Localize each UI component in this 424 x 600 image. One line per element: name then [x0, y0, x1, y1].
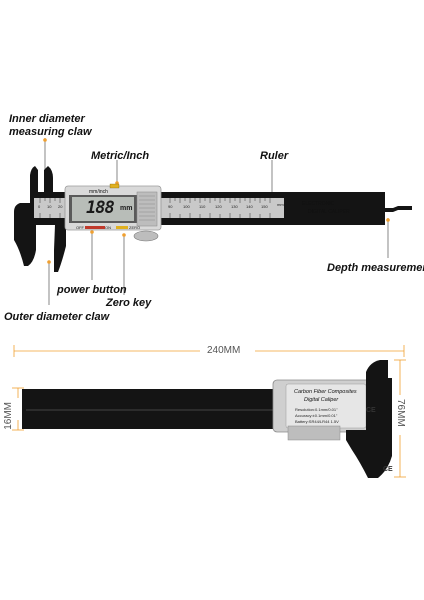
scale-number-140: 140 — [246, 204, 253, 209]
zero-button[interactable] — [116, 226, 128, 229]
callout-zero-key: Zero key — [106, 297, 152, 309]
outer-jaw-sliding — [54, 225, 66, 272]
button-zero-label: ZERO — [129, 225, 141, 230]
callout-ruler: Ruler — [260, 150, 289, 162]
back-spec-1: Resolution:0.1mm/0.01" — [295, 407, 338, 412]
callout-inner-diameter-2: measuring claw — [9, 126, 92, 138]
scale-number-10: 10 — [47, 204, 52, 209]
ce-mark-top: CE — [366, 407, 376, 414]
dimension-beam-height-label: 16MM — [3, 402, 14, 430]
scale-number-0: 0 — [38, 204, 41, 209]
ce-mark-bottom: CE — [383, 466, 393, 473]
callout-outer-diameter: Outer diameter claw — [4, 311, 110, 323]
callout-power-button: power button — [57, 284, 127, 296]
dimension-length-label: 240MM — [207, 345, 241, 356]
brand-line-2: DIGITAL CALIPER — [308, 209, 350, 215]
scale-number-150: 150 — [261, 204, 268, 209]
scale-number-110: 110 — [199, 204, 206, 209]
dimension-jaw-height-label: 76MM — [395, 399, 406, 427]
button-on-label: ON — [105, 225, 111, 230]
outer-jaw-fixed — [14, 203, 36, 266]
back-label-line-2: Digital Caliper — [304, 397, 339, 403]
depth-rod — [385, 206, 412, 212]
caliper-back — [12, 345, 406, 478]
lcd-reading: 188 — [86, 198, 115, 218]
back-housing-lower — [287, 425, 341, 441]
thumb-grip — [136, 191, 158, 227]
off-button[interactable] — [85, 226, 95, 229]
inner-jaw-sliding — [44, 166, 53, 193]
scale-number-130: 130 — [231, 204, 238, 209]
dimension-jaw-height — [394, 359, 406, 478]
back-jaw-body — [366, 378, 392, 432]
back-spec-2: Accuracy:±0.1mm/0.01" — [295, 413, 338, 418]
scale-number-100: 100 — [183, 204, 190, 209]
inner-jaw-fixed — [30, 166, 38, 193]
back-label-line-1: Carbon Fiber Composites — [294, 389, 357, 395]
metric-inch-button[interactable] — [109, 183, 120, 189]
lcd-screen — [72, 197, 134, 221]
dimension-beam-height — [12, 387, 24, 431]
lcd-unit: mm — [120, 205, 133, 212]
on-button[interactable] — [95, 226, 105, 229]
brand-line-1: ELECTRONIC — [302, 201, 335, 207]
lcd-unit-label: mm/inch — [89, 189, 108, 195]
thumb-wheel[interactable] — [133, 230, 159, 242]
scale-number-120: 120 — [215, 204, 222, 209]
ruler-ticks — [39, 198, 271, 218]
scale-number-20: 20 — [58, 204, 63, 209]
scale-unit: mm — [277, 202, 284, 207]
back-jaw-bottom — [346, 430, 392, 478]
button-off-label: OFF — [76, 225, 84, 230]
thumb-grip-ridges — [139, 195, 155, 221]
callout-inner-diameter-1: Inner diameter — [9, 113, 85, 125]
scale-number-90: 90 — [168, 204, 173, 209]
back-spec-3: Battery:SR44/LR44 1.5V — [295, 419, 339, 424]
callout-metric-inch: Metric/Inch — [91, 150, 150, 162]
callout-depth-measurement: Depth measurement — [327, 262, 424, 274]
dimension-length — [13, 345, 405, 357]
